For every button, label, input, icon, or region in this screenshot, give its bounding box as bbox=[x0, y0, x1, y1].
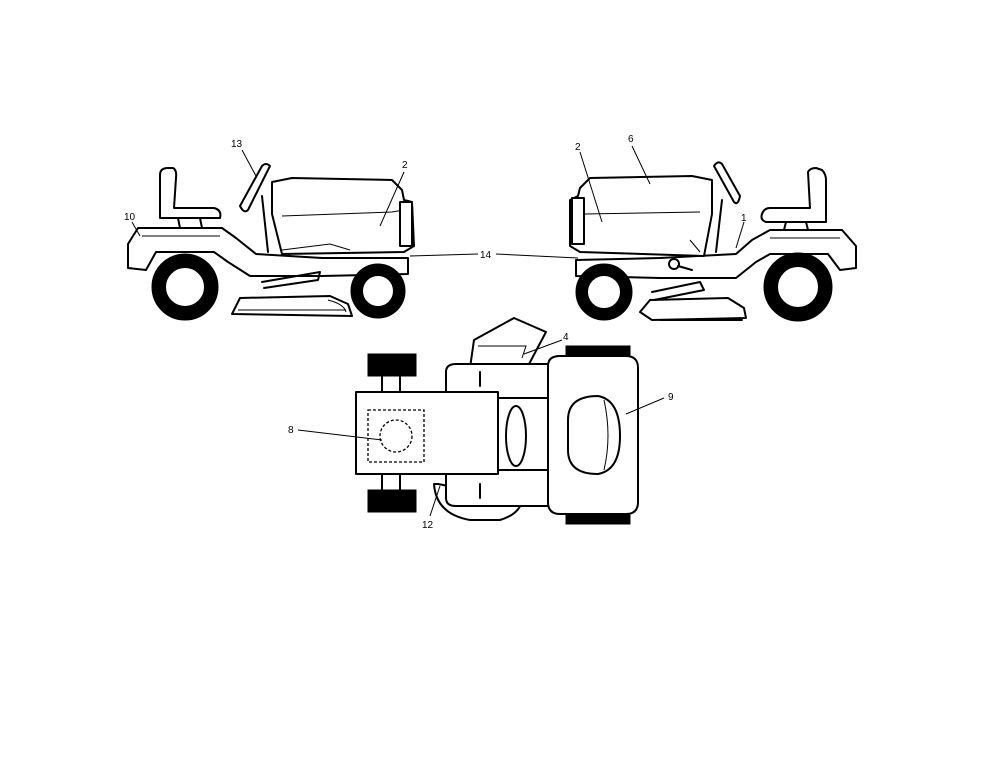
tractor-right-side-view bbox=[569, 161, 857, 322]
callout-8: 8 bbox=[288, 425, 294, 436]
hood-right bbox=[569, 175, 713, 257]
seat-left bbox=[159, 167, 222, 219]
steering-wheel-right bbox=[713, 161, 741, 205]
steering-column-left bbox=[261, 195, 269, 253]
mower-deck-left bbox=[231, 295, 353, 317]
front-right-tire-top bbox=[367, 489, 417, 513]
callout-14: 14 bbox=[480, 250, 492, 261]
mower-deck-right bbox=[639, 297, 747, 321]
rear-top-tire bbox=[565, 345, 631, 357]
discharge-chute bbox=[469, 317, 547, 369]
callout-10: 10 bbox=[124, 212, 136, 223]
seat-right bbox=[760, 167, 827, 223]
callout-2-left: 2 bbox=[402, 160, 408, 171]
callout-13: 13 bbox=[231, 139, 243, 150]
lift-lever-knob bbox=[668, 258, 680, 270]
leader-lines bbox=[131, 145, 745, 517]
front-left-tire-top bbox=[367, 353, 417, 377]
callout-9: 9 bbox=[668, 392, 674, 403]
steering-column-right bbox=[715, 199, 723, 253]
rear-bottom-tire bbox=[565, 513, 631, 525]
callout-1: 1 bbox=[741, 213, 747, 224]
steering-hub-top bbox=[505, 405, 527, 467]
seat-top bbox=[567, 395, 621, 475]
callout-6: 6 bbox=[628, 134, 634, 145]
hood-top bbox=[355, 391, 499, 475]
callout-4: 4 bbox=[563, 332, 569, 343]
steering-wheel-left bbox=[239, 163, 271, 213]
callout-12: 12 bbox=[422, 520, 434, 531]
callout-2-right: 2 bbox=[575, 142, 581, 153]
decal-8-outline bbox=[367, 409, 425, 463]
callout-labels: 13 10 2 2 6 1 14 4 8 9 12 bbox=[124, 134, 747, 531]
tractor-left-side-view bbox=[127, 163, 415, 321]
tractor-top-view bbox=[355, 317, 639, 525]
rear-fender-left bbox=[127, 227, 409, 277]
